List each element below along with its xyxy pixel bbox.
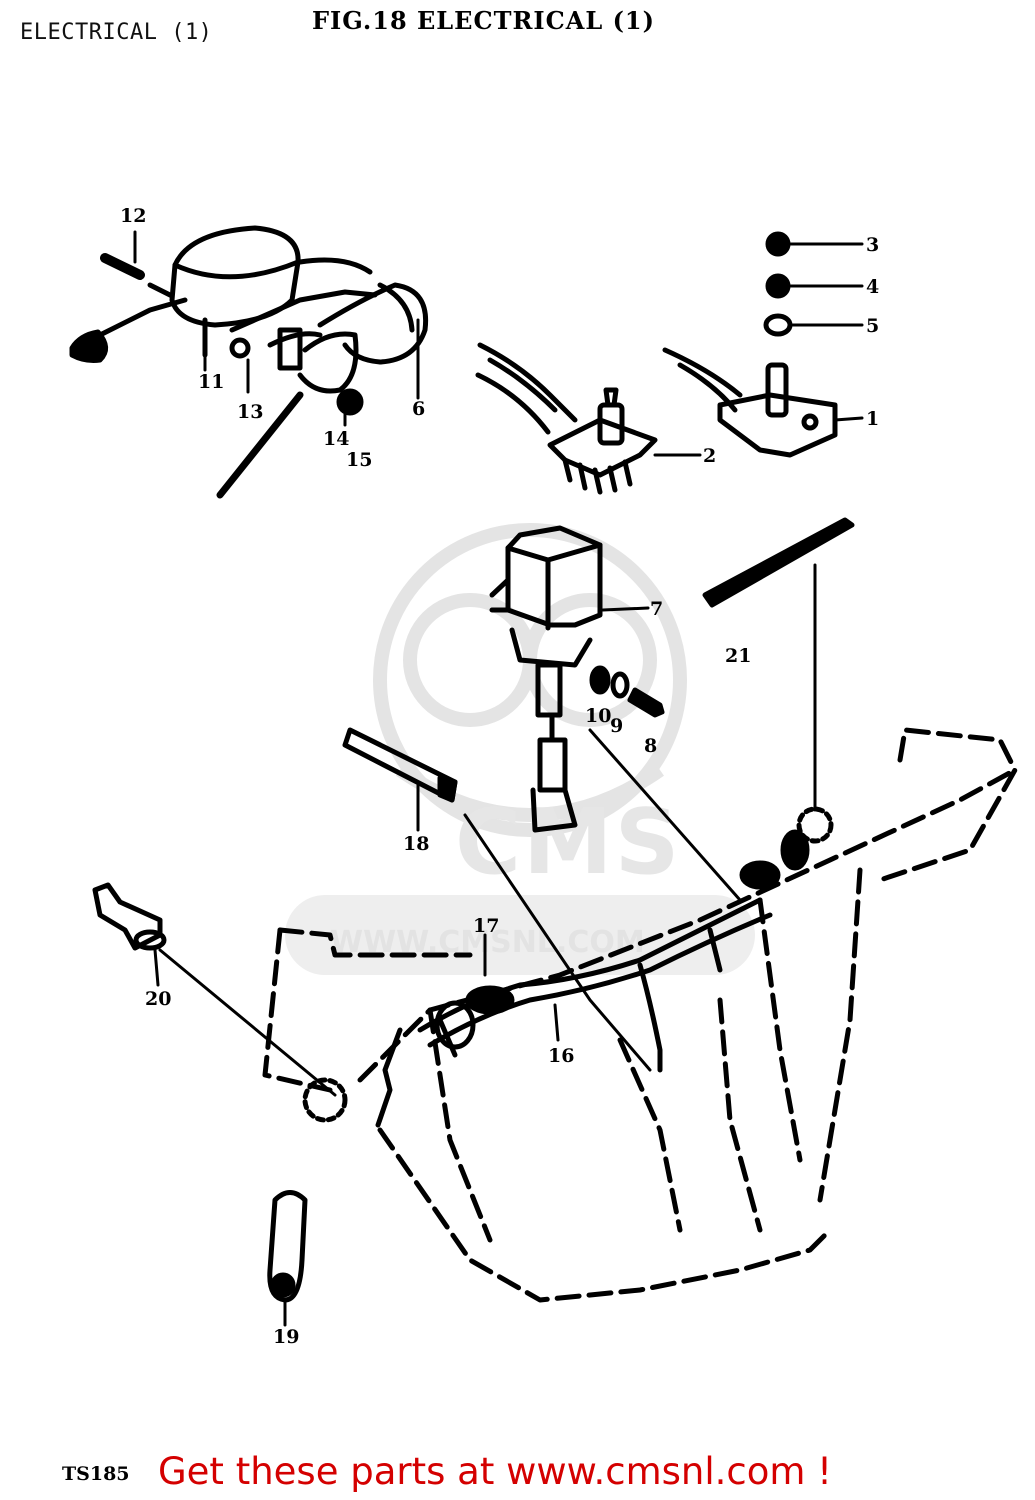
clamp-19 — [267, 1190, 308, 1303]
part-label-21: 21 — [725, 645, 751, 667]
part-label-1: 1 — [866, 408, 879, 430]
figure-title: FIG.18 ELECTRICAL (1) — [312, 6, 655, 35]
part-label-18: 18 — [403, 833, 429, 855]
watermark-brand: CMS — [455, 790, 682, 895]
model-code: TS185 — [62, 1463, 130, 1485]
page-title: ELECTRICAL (1) — [20, 20, 213, 45]
part-label-5: 5 — [866, 315, 879, 337]
part-label-10: 10 — [585, 705, 611, 727]
part-label-12: 12 — [120, 205, 146, 227]
part-label-3: 3 — [866, 234, 879, 256]
part-label-2: 2 — [703, 445, 716, 467]
clip-20 — [92, 882, 167, 951]
part-label-15: 15 — [346, 449, 372, 471]
leader-lines — [133, 230, 864, 1327]
part-number-labels: 1 2 3 4 5 6 7 8 9 10 11 12 13 14 15 16 1… — [120, 205, 879, 1348]
frame-outline — [262, 727, 1018, 1303]
band-21 — [702, 517, 855, 608]
washer-group — [763, 231, 793, 337]
part-label-9: 9 — [610, 715, 623, 737]
ignition-coil-assembly — [69, 225, 429, 499]
regulator-part — [662, 347, 838, 458]
part-label-14: 14 — [323, 428, 349, 450]
part-label-7: 7 — [650, 598, 663, 620]
promo-link[interactable]: Get these parts at www.cmsnl.com ! — [158, 1450, 833, 1493]
bolt-washer-group — [589, 665, 665, 718]
part-label-6: 6 — [412, 398, 425, 420]
wiring-harness — [302, 806, 834, 1128]
rectifier-part — [475, 342, 658, 495]
part-label-8: 8 — [644, 735, 657, 757]
part-label-20: 20 — [145, 988, 171, 1010]
part-label-4: 4 — [866, 276, 879, 298]
part-label-17: 17 — [473, 915, 499, 937]
part-label-11: 11 — [198, 371, 224, 393]
part-label-16: 16 — [548, 1045, 574, 1067]
band-18 — [342, 727, 458, 803]
part-label-13: 13 — [237, 401, 263, 423]
part-label-19: 19 — [273, 1326, 299, 1348]
cdi-unit-part — [489, 525, 603, 833]
